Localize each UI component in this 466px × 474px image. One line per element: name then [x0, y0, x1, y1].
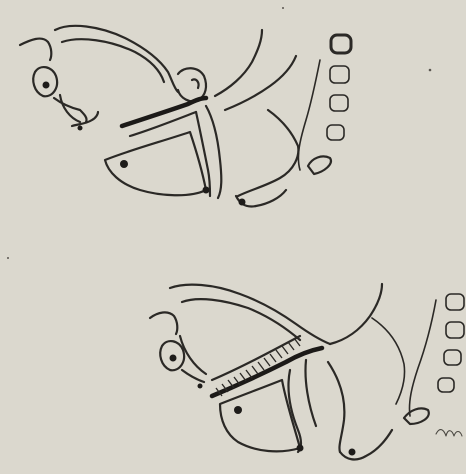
bottom-anus-dot [349, 449, 356, 456]
top-sacral-curve [298, 60, 320, 170]
bottom-panel-drawing [150, 284, 464, 459]
top-vertebra-4 [327, 125, 344, 140]
top-panel-drawing [20, 26, 351, 207]
bottom-bladder-outer [170, 285, 330, 344]
bottom-rectum-back [328, 362, 344, 452]
top-vertebra-2 [330, 66, 349, 83]
bottom-perineum-dot [198, 384, 203, 389]
bottom-vertebra-4 [438, 378, 454, 392]
top-anus-dot [239, 199, 246, 206]
bottom-vertebra-1 [446, 294, 464, 310]
top-cervix-curl [192, 79, 199, 88]
top-labial-fold [54, 98, 87, 122]
bottom-bladder-inner [182, 299, 300, 340]
top-vertebra-1 [331, 35, 351, 53]
bottom-pubic-outline [150, 312, 177, 334]
paper-speck [282, 7, 284, 9]
bottom-hatch-border [212, 336, 300, 380]
bottom-genital-dot [170, 355, 177, 362]
bottom-vaginal-wall-back [305, 360, 316, 426]
paper-speck [7, 257, 9, 259]
top-coccyx [308, 156, 331, 174]
top-rectum-lower [238, 110, 298, 196]
bottom-rectal-wall [372, 318, 405, 404]
top-vaginal-wall-back [206, 106, 221, 198]
top-vertebra-3 [330, 95, 348, 111]
bottom-perineal-dot-right [297, 445, 304, 452]
top-bladder-inner [62, 39, 164, 82]
top-perineal-dot-left [120, 160, 128, 168]
bottom-sacral-curve [409, 300, 436, 416]
bottom-vertebra-3 [444, 350, 461, 365]
bottom-rectum-front [330, 284, 382, 344]
top-genital-dot [43, 82, 50, 89]
top-rectum-front [215, 30, 262, 96]
top-bladder-outer [55, 26, 178, 92]
artist-signature-mark [436, 430, 462, 436]
bottom-coccyx [404, 408, 429, 424]
bottom-anal-canal [340, 430, 392, 459]
bottom-perineal-dot-left [234, 406, 242, 414]
paper-speck [429, 69, 432, 72]
top-vaginal-wall-front [196, 112, 210, 196]
bottom-labial-fold [182, 370, 204, 382]
top-pubic-outline [20, 39, 51, 60]
bottom-vertebra-2 [446, 322, 464, 338]
top-perineum-dot [78, 126, 83, 131]
top-perineal-dot-right [203, 187, 210, 194]
